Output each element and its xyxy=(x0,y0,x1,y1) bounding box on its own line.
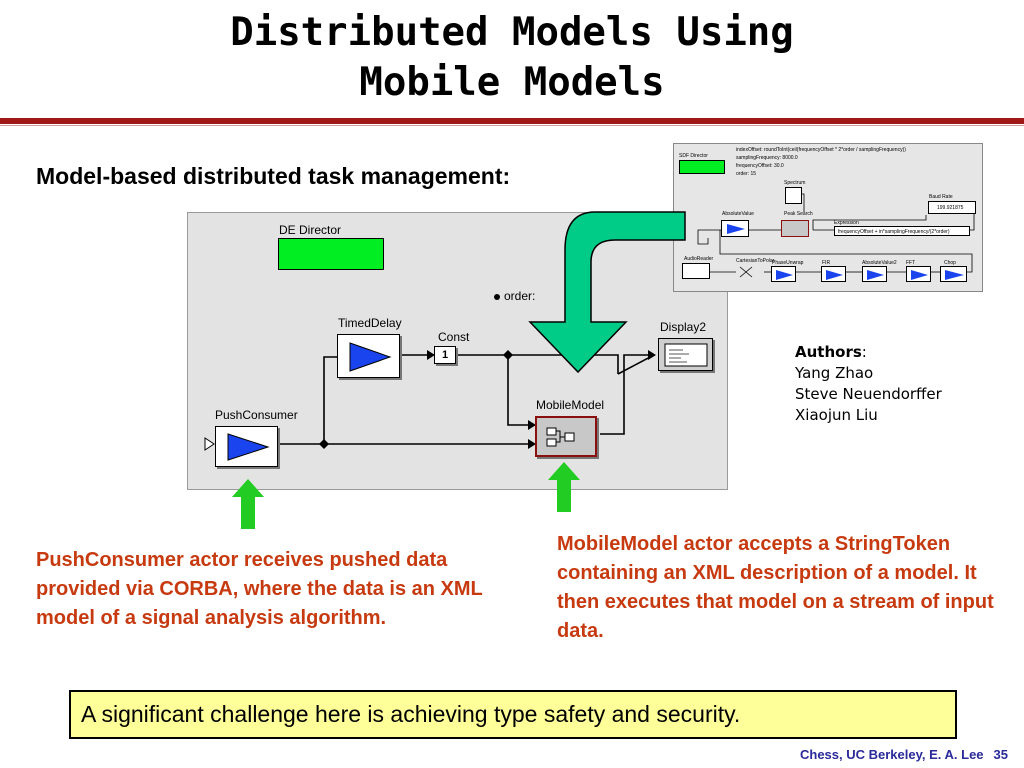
main-model-diagram: DE Director order: TimedDelay Const 1 Di… xyxy=(187,212,728,490)
chop-actor[interactable] xyxy=(940,266,967,282)
const-value: 1 xyxy=(441,349,449,361)
slide-title-line-1: Distributed Models Using xyxy=(230,10,794,55)
nested-model-diagram: SDF Director indexOffset: roundToInt(cei… xyxy=(673,143,983,292)
triangle-icon xyxy=(826,270,843,280)
display-screen-icon xyxy=(664,343,708,367)
title-divider xyxy=(0,118,1024,124)
nested-param-4: order: 15 xyxy=(736,171,757,177)
push-consumer-caption: PushConsumer actor receives pushed data … xyxy=(36,549,483,629)
composite-model-icon xyxy=(546,427,575,447)
baud-rate-value: 199.921875 xyxy=(937,205,964,211)
fft-label: FFT xyxy=(906,260,916,266)
timed-delay-actor[interactable] xyxy=(337,334,400,378)
phase-unwrap-label: PhaseUnwrap xyxy=(772,260,804,266)
mobile-model-label: MobileModel xyxy=(536,398,605,412)
input-port-icon xyxy=(204,437,215,451)
nested-param-3: frequencyOffset: 30.0 xyxy=(736,163,784,169)
display-actor[interactable] xyxy=(658,338,713,371)
order-param-label: order: xyxy=(504,289,536,303)
peak-search-label: Peak Search xyxy=(784,211,813,217)
sdf-director[interactable] xyxy=(679,160,725,174)
mobile-model-actor[interactable] xyxy=(535,416,597,457)
expression-actor[interactable]: frequencyOffset + in*samplingFrequency/(… xyxy=(834,226,970,236)
authors-heading: Authors xyxy=(795,343,862,361)
expression-value: frequencyOffset + in*samplingFrequency/(… xyxy=(838,229,950,235)
footer-credit: Chess, UC Berkeley, E. A. Lee xyxy=(800,747,984,762)
mobile-model-caption: MobileModel actor accepts a StringToken … xyxy=(557,533,994,642)
author-name: Steve Neuendorffer xyxy=(795,385,942,403)
challenge-callout: A significant challenge here is achievin… xyxy=(69,690,957,739)
absolute-value2-actor[interactable] xyxy=(862,266,887,282)
triangle-icon xyxy=(867,270,884,280)
cartesian-to-polar-label: CartesianToPolar xyxy=(736,258,775,264)
title-divider-shadow xyxy=(0,125,1024,126)
triangle-icon xyxy=(727,224,745,234)
triangle-icon xyxy=(911,270,928,280)
absolute-value-label: AbsoluteValue xyxy=(722,211,754,217)
audio-reader-actor[interactable] xyxy=(682,263,710,279)
slide-title: Distributed Models Using Mobile Models xyxy=(0,8,1024,108)
absolute-value-actor[interactable] xyxy=(721,220,749,237)
triangle-icon xyxy=(776,270,793,280)
up-arrow-icon xyxy=(232,479,264,529)
up-arrow-icon xyxy=(548,462,580,512)
nested-param-2: samplingFrequency: 8000.0 xyxy=(736,155,798,161)
fir-label: FIR xyxy=(822,260,831,266)
peak-search-actor[interactable] xyxy=(781,220,809,237)
phase-unwrap-actor[interactable] xyxy=(771,266,796,282)
triangle-icon xyxy=(945,270,964,280)
authors-colon: : xyxy=(861,343,867,361)
timed-delay-label: TimedDelay xyxy=(338,316,402,330)
author-name: Xiaojun Liu xyxy=(795,406,878,424)
slide-title-line-2: Mobile Models xyxy=(359,60,665,105)
baud-rate-label: Baud Rate xyxy=(929,194,953,200)
spectrum-label: Spectrum xyxy=(784,180,806,186)
fir-actor[interactable] xyxy=(821,266,846,282)
triangle-icon xyxy=(349,342,392,372)
const-label: Const xyxy=(438,330,470,344)
push-consumer-actor[interactable] xyxy=(215,426,278,467)
nested-param-1: indexOffset: roundToInt(ceil(frequencyOf… xyxy=(736,147,906,153)
expression-label: Expression xyxy=(834,220,859,226)
de-director-label: DE Director xyxy=(279,223,342,237)
slide-footer: Chess, UC Berkeley, E. A. Lee 35 xyxy=(800,747,1008,762)
baud-rate-actor[interactable]: 199.921875 xyxy=(928,201,976,214)
audio-reader-label: AudioReader xyxy=(684,256,714,262)
fft-actor[interactable] xyxy=(906,266,931,282)
chop-label: Chop xyxy=(944,260,956,266)
display-label: Display2 xyxy=(660,320,707,334)
triangle-icon xyxy=(227,433,270,461)
spectrum-actor[interactable] xyxy=(785,187,802,204)
author-name: Yang Zhao xyxy=(795,364,874,382)
push-consumer-label: PushConsumer xyxy=(215,408,298,422)
sdf-director-label: SDF Director xyxy=(679,153,708,159)
de-director[interactable] xyxy=(278,238,384,270)
curved-arrow-icon xyxy=(528,211,686,374)
authors-block: Authors: Yang Zhao Steve Neuendorffer Xi… xyxy=(795,342,942,426)
cross-icon xyxy=(739,266,753,278)
absolute-value2-label: AbsoluteValue2 xyxy=(862,260,897,266)
order-param-bullet xyxy=(494,294,500,300)
slide-subtitle: Model-based distributed task management: xyxy=(36,163,511,189)
const-actor[interactable]: 1 xyxy=(434,346,456,364)
page-number: 35 xyxy=(993,747,1008,762)
